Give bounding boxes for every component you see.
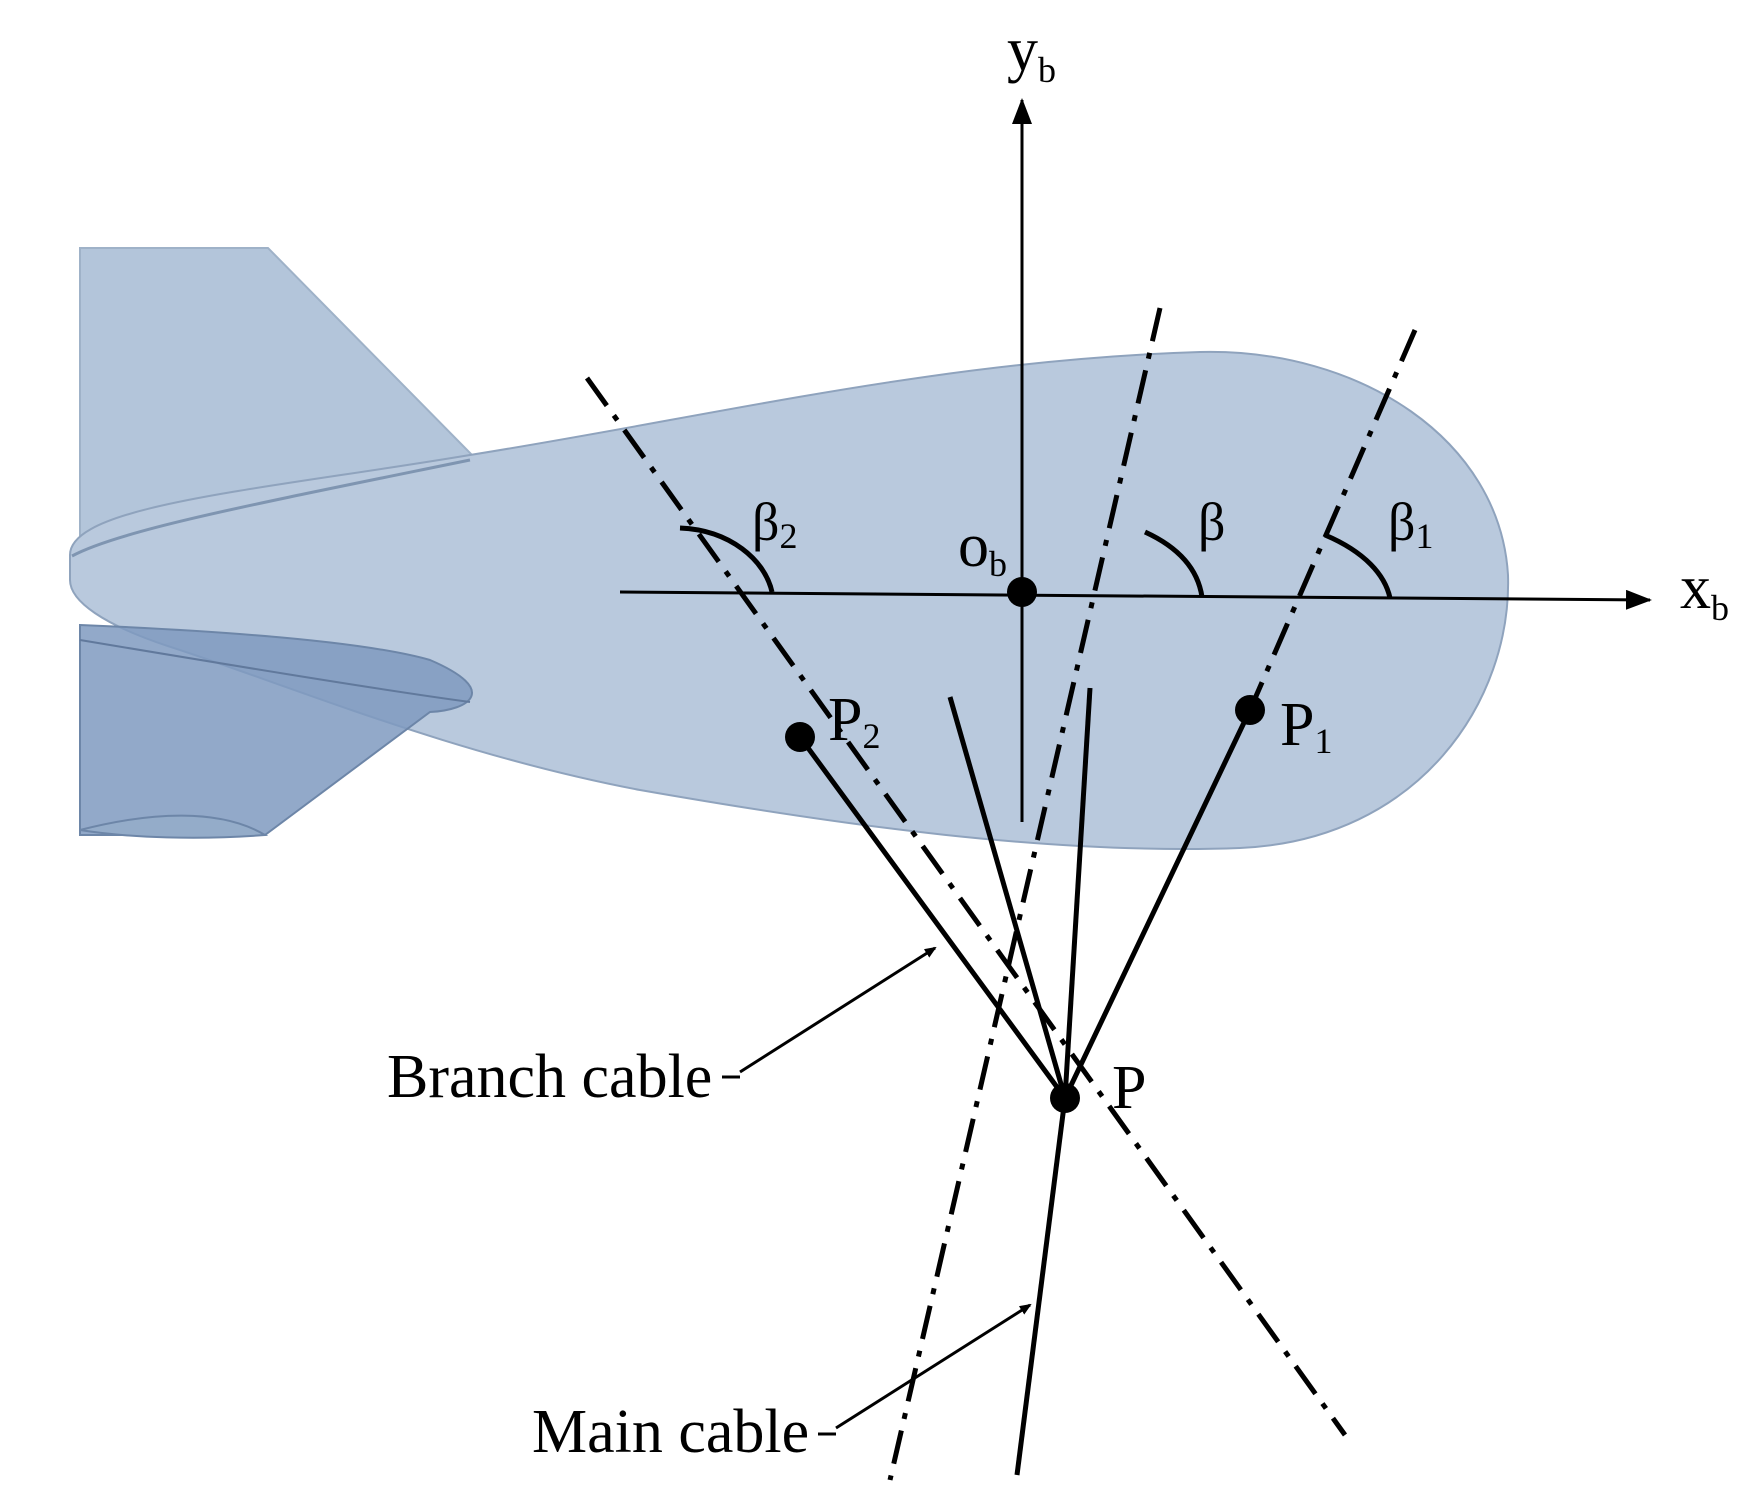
body-axes <box>619 98 1652 822</box>
arc-beta1 <box>1324 532 1393 599</box>
p1-label: P1 <box>1280 691 1332 761</box>
branch-cable-p1 <box>1062 708 1253 1100</box>
airship <box>69 247 1510 850</box>
origin-label: ob <box>958 512 1007 584</box>
arc-beta <box>1143 529 1205 598</box>
lower-fin-foot <box>79 814 269 839</box>
labels: yb xb ob β2 β β1 P2 P1 P Branch cable Ma… <box>387 16 1729 1466</box>
hull-tail-seam <box>71 458 471 558</box>
p2-label: P2 <box>828 686 880 756</box>
angle-arcs <box>679 525 1393 599</box>
point-p <box>1050 1083 1080 1113</box>
arc-beta2 <box>679 525 775 593</box>
x-axis <box>619 589 1652 610</box>
branch-cable-label: Branch cable <box>387 1043 712 1111</box>
branch-cable-middle-left <box>947 696 1068 1099</box>
beta2-label: β2 <box>752 492 797 556</box>
line-beta <box>887 307 1163 1481</box>
x-axis-label: xb <box>1680 554 1729 628</box>
reference-lines <box>584 307 1418 1481</box>
beta1-label: β1 <box>1388 492 1433 556</box>
point-p2 <box>785 722 815 752</box>
beta-label: β <box>1198 492 1225 552</box>
branch-cable-middle-right <box>1062 687 1093 1099</box>
cables <box>797 687 1253 1476</box>
y-axis-label: yb <box>1007 16 1056 90</box>
branch-cable-p2 <box>797 735 1068 1100</box>
line-through-p2 <box>584 376 1348 1437</box>
main-cable-label: Main cable <box>532 1398 809 1466</box>
points <box>785 577 1265 1113</box>
main-cable-arrow <box>835 1303 1032 1430</box>
leader-arrows <box>722 946 1032 1436</box>
airship-hull <box>69 350 1510 850</box>
lower-tail-fin <box>79 623 473 836</box>
line-through-p1 <box>1247 329 1418 711</box>
origin-point <box>1007 577 1037 607</box>
lower-fin-edge <box>79 639 471 703</box>
main-cable <box>1014 1097 1068 1476</box>
point-p1 <box>1235 695 1265 725</box>
branch-cable-arrow <box>739 946 937 1074</box>
p-label: P <box>1112 1054 1146 1122</box>
